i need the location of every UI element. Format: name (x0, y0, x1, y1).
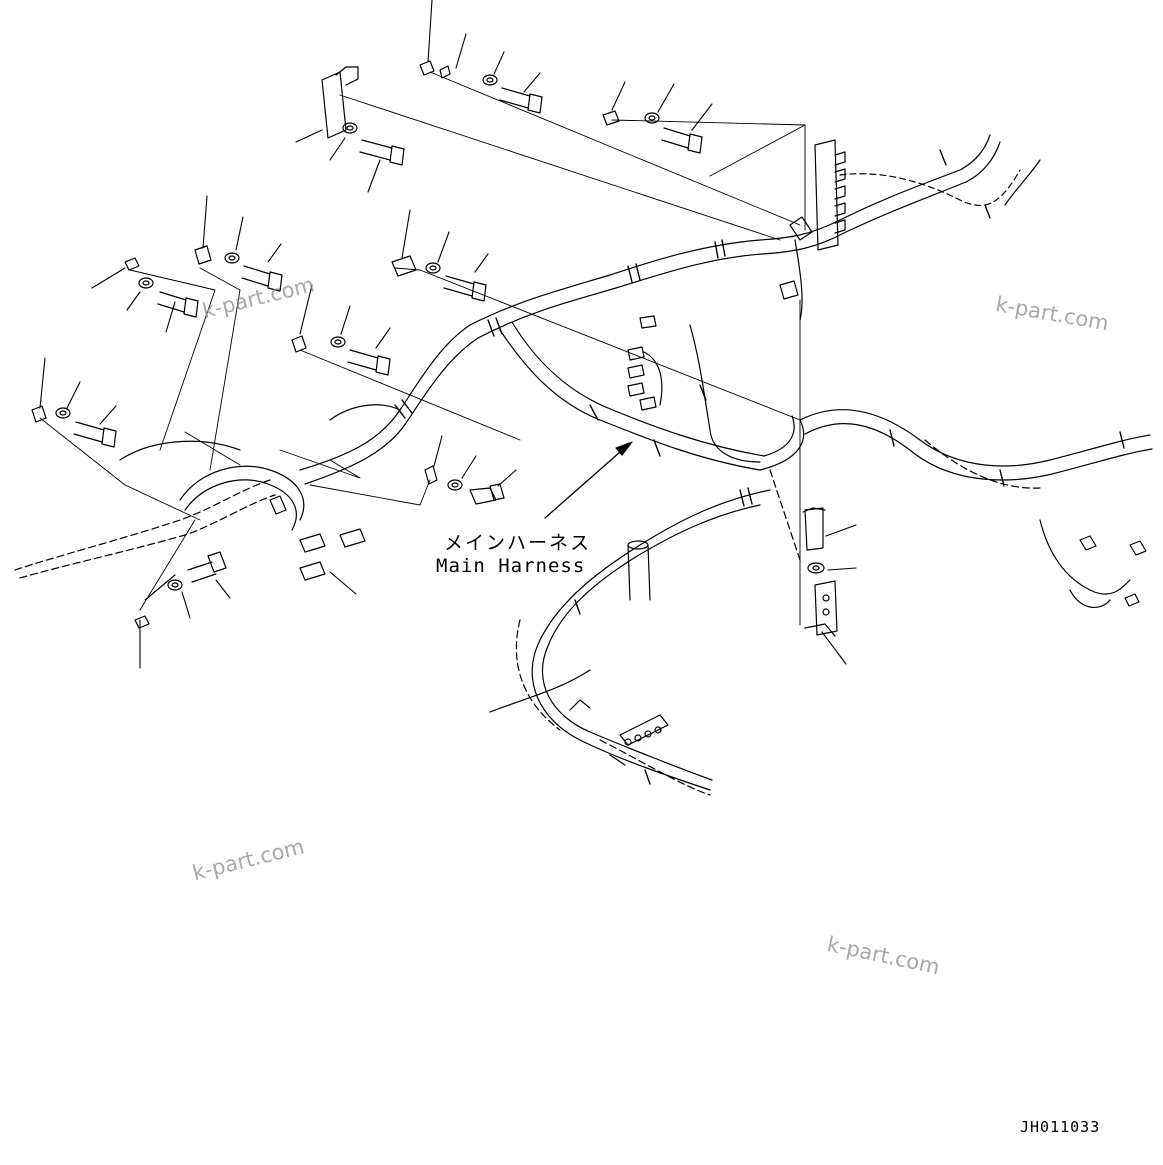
assembly-lines (39, 71, 806, 626)
main-harness-arrow (544, 441, 633, 519)
hardware-set-right-vertical (802, 507, 838, 637)
hardware-set-top (419, 60, 703, 154)
callout-label-japanese: メインハーネス (444, 532, 592, 554)
callout-label-english: Main Harness (436, 555, 586, 577)
main-harness-trunk (14, 134, 1153, 791)
connector-group-right (1039, 519, 1147, 608)
harness-hidden-lines (515, 439, 1041, 796)
connector-comb (779, 139, 846, 321)
harness-clamps (394, 149, 1125, 785)
connector-group-center (627, 315, 761, 463)
bracket-top (321, 66, 405, 166)
connector-group-bottom (489, 669, 669, 766)
hardware-set-left-upper (124, 245, 487, 376)
left-wire-bundle (119, 404, 401, 629)
figure-id: JH011033 (1020, 1118, 1101, 1136)
leader-lines (39, 0, 857, 669)
hardware-set-left-lower (31, 405, 505, 591)
